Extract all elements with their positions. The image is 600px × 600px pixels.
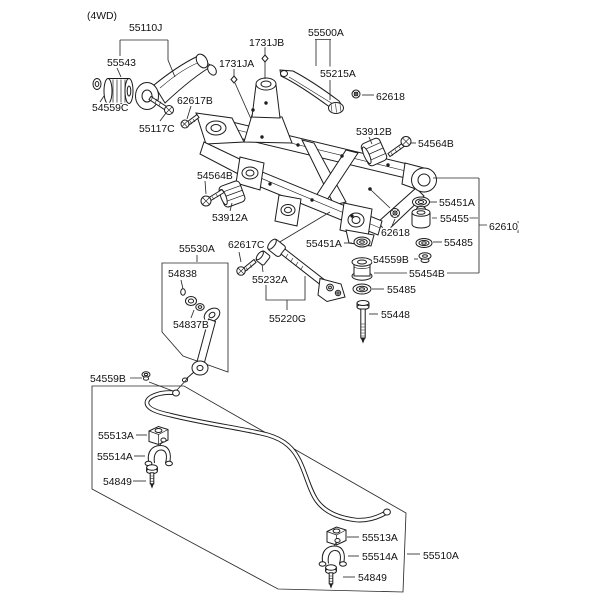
label-1731JB: 1731JB (249, 38, 284, 49)
bracket-55220G (265, 276, 306, 310)
part-labels: (4WD) 55110J 55543 54559C 55117C 62617B … (86, 10, 520, 586)
label-62617B: 62617B (177, 96, 213, 107)
label-53912B: 53912B (356, 127, 392, 138)
bracket-62610 (374, 177, 519, 274)
bushing-55232A (255, 250, 271, 266)
label-54559C: 54559C (92, 103, 129, 114)
bolt-62617B (180, 113, 200, 129)
leader-62618-center (391, 218, 396, 227)
leader-55117C (159, 112, 167, 122)
label-54564B-left: 54564B (197, 171, 233, 182)
arm-fork (195, 53, 209, 69)
label-55530A: 55530A (179, 244, 215, 255)
label-55513A-bottom: 55513A (362, 533, 398, 544)
label-55454B: 55454B (409, 269, 445, 280)
bolt-54849-left (146, 464, 158, 490)
nut-62618-top (351, 89, 361, 99)
label-62618-top: 62618 (376, 92, 405, 103)
label-55485-center: 55485 (387, 285, 416, 296)
label-54564B-right: 54564B (418, 139, 454, 150)
mount-kit-62610 (351, 189, 433, 344)
label-55513A-left: 55513A (98, 431, 134, 442)
label-1731JA: 1731JA (219, 59, 254, 70)
label-55451A-column: 55451A (439, 198, 475, 209)
label-55485-column: 55485 (444, 238, 473, 249)
label-55448: 55448 (381, 310, 410, 321)
upper-arm-assembly-55110J (92, 53, 217, 129)
o-ring-54838 (180, 288, 186, 296)
group-box (91, 385, 407, 593)
brace (301, 139, 347, 206)
leader-1731JB (261, 47, 269, 79)
label-54559B-column: 54559B (373, 255, 409, 266)
leader-62617C (238, 251, 242, 263)
bolt-55448 (356, 300, 370, 344)
frame-bolt-holes (251, 101, 390, 218)
leader-53912A (229, 202, 233, 212)
label-55543: 55543 (107, 58, 136, 69)
bushing-55455 (411, 206, 431, 229)
label-55220G: 55220G (269, 314, 306, 325)
assist-arm-assembly-55500A (279, 69, 361, 114)
label-54837B: 54837B (173, 320, 209, 331)
label-54849-bottom: 54849 (358, 573, 387, 584)
label-variant-4wd: (4WD) (87, 11, 117, 22)
label-62610: 62610 (489, 222, 518, 233)
bolt-54564B-left (200, 188, 225, 207)
label-55110J: 55110J (129, 23, 162, 34)
leader-54559C (99, 95, 105, 103)
label-55451A-center: 55451A (306, 239, 342, 250)
grommet-54559B-left (141, 371, 151, 381)
label-55500A: 55500A (308, 28, 344, 39)
label-55215A: 55215A (320, 69, 356, 80)
label-53912A: 53912A (212, 213, 248, 224)
bolt-62617C (236, 258, 257, 276)
label-55514A-left: 55514A (97, 452, 133, 463)
leader-54838 (180, 279, 184, 290)
rod-bushing (267, 238, 286, 257)
leader-54837B (190, 309, 195, 319)
washer-54559C (92, 78, 102, 90)
label-55117C: 55117C (139, 124, 175, 135)
washer-55485-upper (415, 238, 433, 248)
bushing-53912B-assembly (360, 136, 412, 167)
leader-54564B-left (204, 180, 207, 195)
label-54838: 54838 (168, 269, 197, 280)
bolt-54564B-right (387, 136, 412, 158)
leader-55500A-55215A (315, 39, 331, 100)
leader-55543 (116, 67, 122, 78)
bolt-54849-bottom (325, 564, 337, 590)
label-54849-left: 54849 (103, 477, 132, 488)
label-54559B-left: 54559B (90, 374, 126, 385)
leader-55110J (119, 39, 176, 78)
nut-62618-center (370, 189, 400, 218)
leader-55232A (261, 263, 264, 273)
bolt-55117C (148, 95, 174, 115)
stabilizer-bar (144, 390, 389, 523)
bushing-53912A-assembly (200, 180, 246, 208)
bushing-55454B (351, 257, 373, 281)
stabilizer-link-kit-55530A (161, 262, 229, 391)
label-55455: 55455 (440, 214, 469, 225)
grommet-54559B-right (418, 252, 432, 263)
label-55232A: 55232A (252, 275, 288, 286)
link-54837B (176, 307, 221, 391)
callout-lines (99, 39, 519, 578)
label-62617C: 62617C (228, 240, 265, 251)
leader-54559B-left (130, 377, 174, 392)
leader-53912B (368, 136, 373, 145)
label-55514A-bottom: 55514A (362, 552, 398, 563)
label-62618-center: 62618 (381, 228, 410, 239)
leader-1731JA (230, 69, 252, 120)
stabilizer-bar-group-55510A (91, 371, 407, 593)
label-55510A: 55510A (423, 551, 459, 562)
washer-55485-lower (352, 283, 372, 295)
trailing-rod-assembly (236, 211, 346, 303)
leader-62617B (186, 105, 192, 120)
